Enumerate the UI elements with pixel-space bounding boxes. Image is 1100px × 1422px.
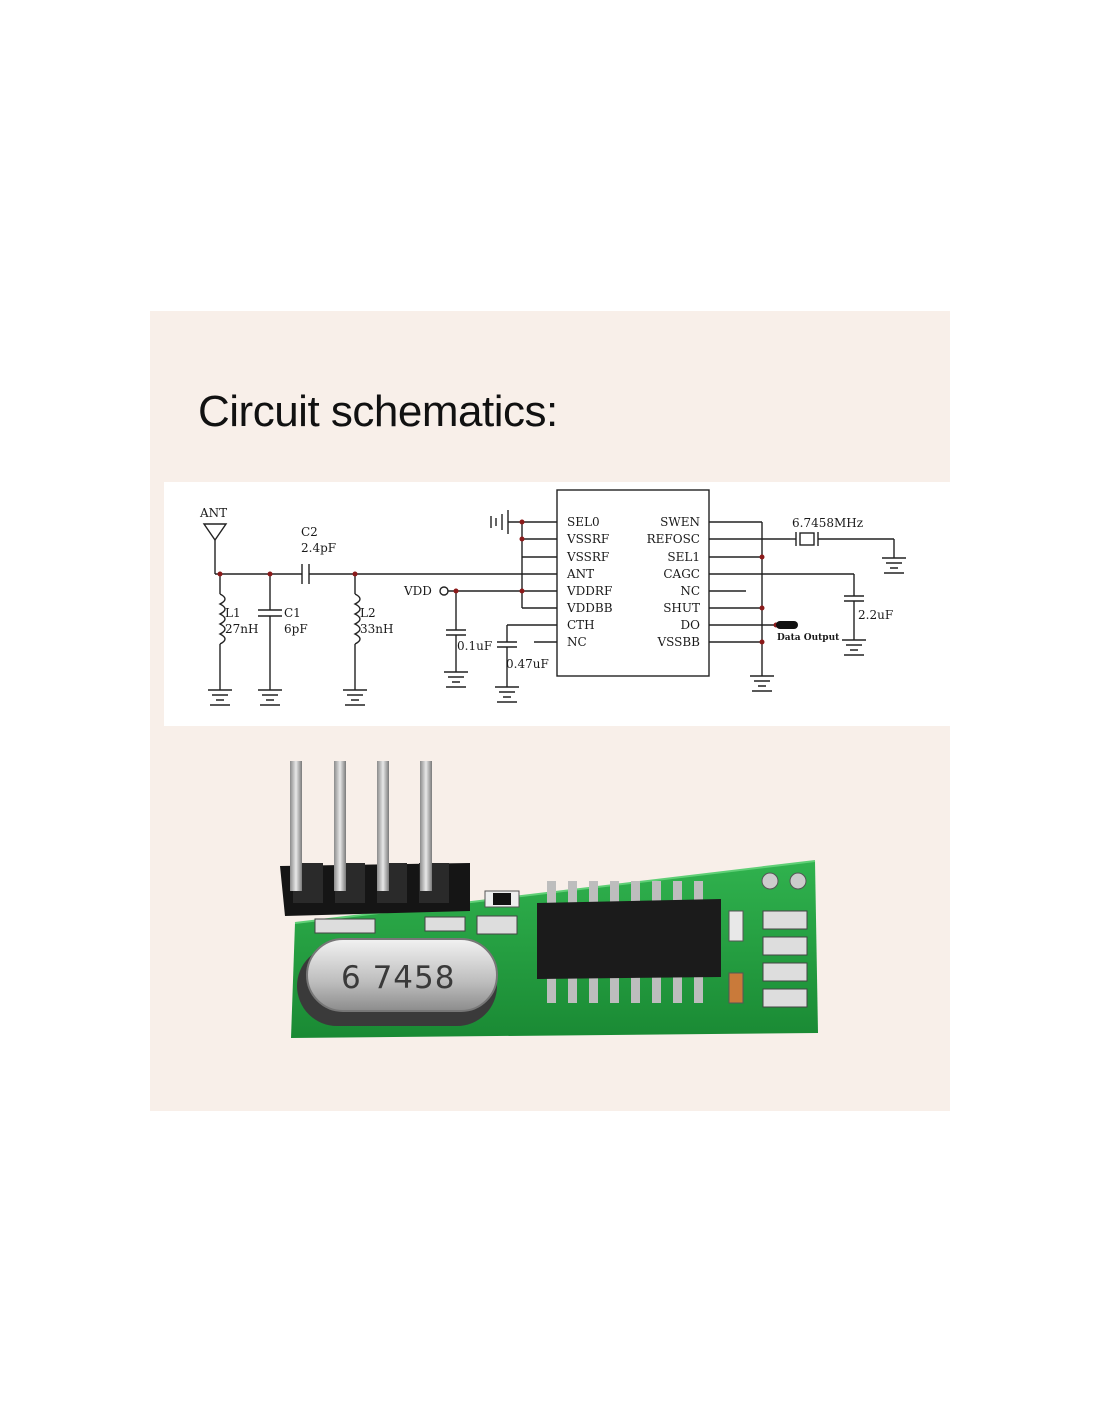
c2-value: 2.4pF — [301, 541, 336, 555]
ic-chip — [537, 881, 721, 1003]
data-output-terminal — [776, 621, 798, 629]
ic-right-pin-labels: SWEN REFOSC SEL1 CAGC NC SHUT DO VSSBB — [647, 515, 701, 649]
crystal-symbol — [799, 532, 815, 546]
cap-22uf-label: 2.2uF — [858, 608, 893, 622]
smd-components — [728, 872, 808, 1008]
ic-pin-left: ANT — [566, 567, 594, 581]
c2-name: C2 — [301, 525, 318, 539]
header-pins — [280, 761, 470, 916]
ic-pin-left: NC — [567, 635, 587, 649]
ic-pin-left: VDDRF — [566, 584, 612, 598]
l2-name: L2 — [360, 606, 376, 620]
module-photo: 6 7458 — [255, 751, 855, 1051]
c1-name: C1 — [284, 606, 301, 620]
cap-01uf-label: 0.1uF — [457, 639, 492, 653]
data-output-label: Data Output — [777, 633, 840, 643]
ic-pin-right: CAGC — [663, 567, 700, 581]
ic-pin-right: SHUT — [663, 601, 700, 615]
ic-pin-left: VSSRF — [566, 532, 609, 546]
ic-pin-left: VDDBB — [566, 601, 613, 615]
crystal-component: 6 7458 — [297, 938, 498, 1026]
schematic-svg: ANT C2 2.4pF L1 27nH C1 6pF L2 33nH VDD … — [199, 489, 906, 706]
ic-left-pin-labels: SEL0 VSSRF VSSRF ANT VDDRF VDDBB CTH NC — [566, 515, 613, 649]
page-title: Circuit schematics: — [198, 387, 558, 436]
panel: Circuit schematics: — [150, 311, 950, 1111]
ic-body — [556, 489, 710, 677]
l2-value: 33nH — [360, 622, 393, 636]
vdd-label: VDD — [403, 584, 432, 598]
module-illustration: 6 7458 — [280, 761, 818, 1038]
cap-047uf-label: 0.47uF — [506, 657, 549, 671]
antenna-symbol — [202, 523, 228, 542]
ic-pin-right: NC — [680, 584, 700, 598]
crystal-label: 6.7458MHz — [792, 516, 863, 530]
l1-value: 27nH — [225, 622, 258, 636]
ic-pin-right: VSSBB — [656, 635, 700, 649]
ic-pin-right: REFOSC — [647, 532, 700, 546]
schematic-diagram: ANT C2 2.4pF L1 27nH C1 6pF L2 33nH VDD … — [164, 482, 950, 726]
ic-pin-right: SWEN — [660, 515, 700, 529]
antenna-label: ANT — [199, 506, 227, 520]
ic-pin-left: SEL0 — [567, 515, 600, 529]
crystal-marking: 6 7458 — [341, 960, 455, 996]
c1-value: 6pF — [284, 622, 308, 636]
l1-coil — [218, 593, 226, 645]
ic-pin-right: SEL1 — [667, 550, 700, 564]
l1-name: L1 — [225, 606, 241, 620]
ic-pin-left: VSSRF — [566, 550, 609, 564]
ic-pin-right: DO — [681, 618, 701, 632]
l2-coil — [353, 593, 361, 645]
ic-pin-left: CTH — [567, 618, 595, 632]
